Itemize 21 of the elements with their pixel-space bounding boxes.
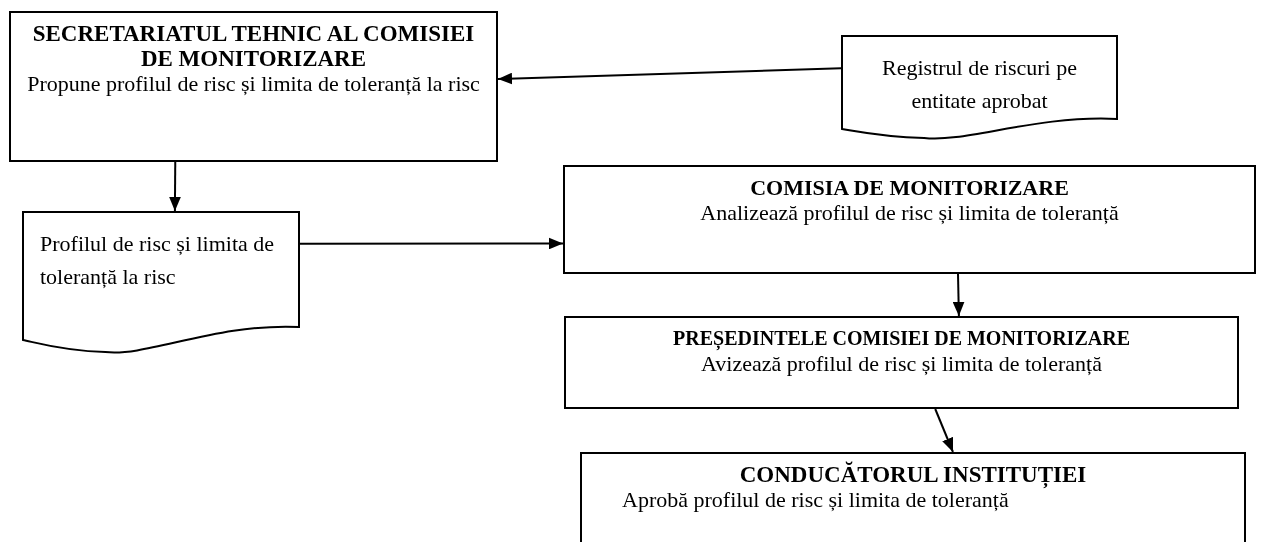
arrow — [169, 161, 181, 212]
box-description: Aprobă profilul de risc și limita de toleranță — [621, 487, 1009, 512]
arrow — [934, 408, 954, 453]
document-shape — [841, 35, 1118, 139]
box-description: Propune profilul de risc și limita de toleranță la risc — [26, 71, 481, 96]
process-box — [563, 165, 1256, 274]
process-box — [564, 316, 1239, 409]
document-text: Profilul de risc și limita de toleranță la risc — [40, 230, 276, 291]
document-text: Registrul de riscuri pe entitate aprobat — [881, 54, 1078, 115]
box-description: Analizează profilul de risc și limita de toleranță — [699, 200, 1120, 225]
box-heading: SECRETARIATUL TEHNIC AL COMISIEI DE MONITORIZARE — [31, 21, 476, 71]
box-heading: PREȘEDINTELE COMISIEI DE MONITORIZARE — [672, 326, 1131, 351]
document-shape — [22, 211, 300, 353]
arrow — [299, 237, 564, 250]
arrow — [952, 273, 965, 317]
process-box — [580, 452, 1246, 542]
box-heading: COMISIA DE MONITORIZARE — [749, 175, 1070, 200]
box-description: Avizează profilul de risc și limita de toleranță — [700, 351, 1103, 376]
process-box — [9, 11, 498, 162]
box-heading: CONDUCĂTORUL INSTITUȚIEI — [738, 462, 1088, 487]
arrow — [497, 67, 842, 85]
